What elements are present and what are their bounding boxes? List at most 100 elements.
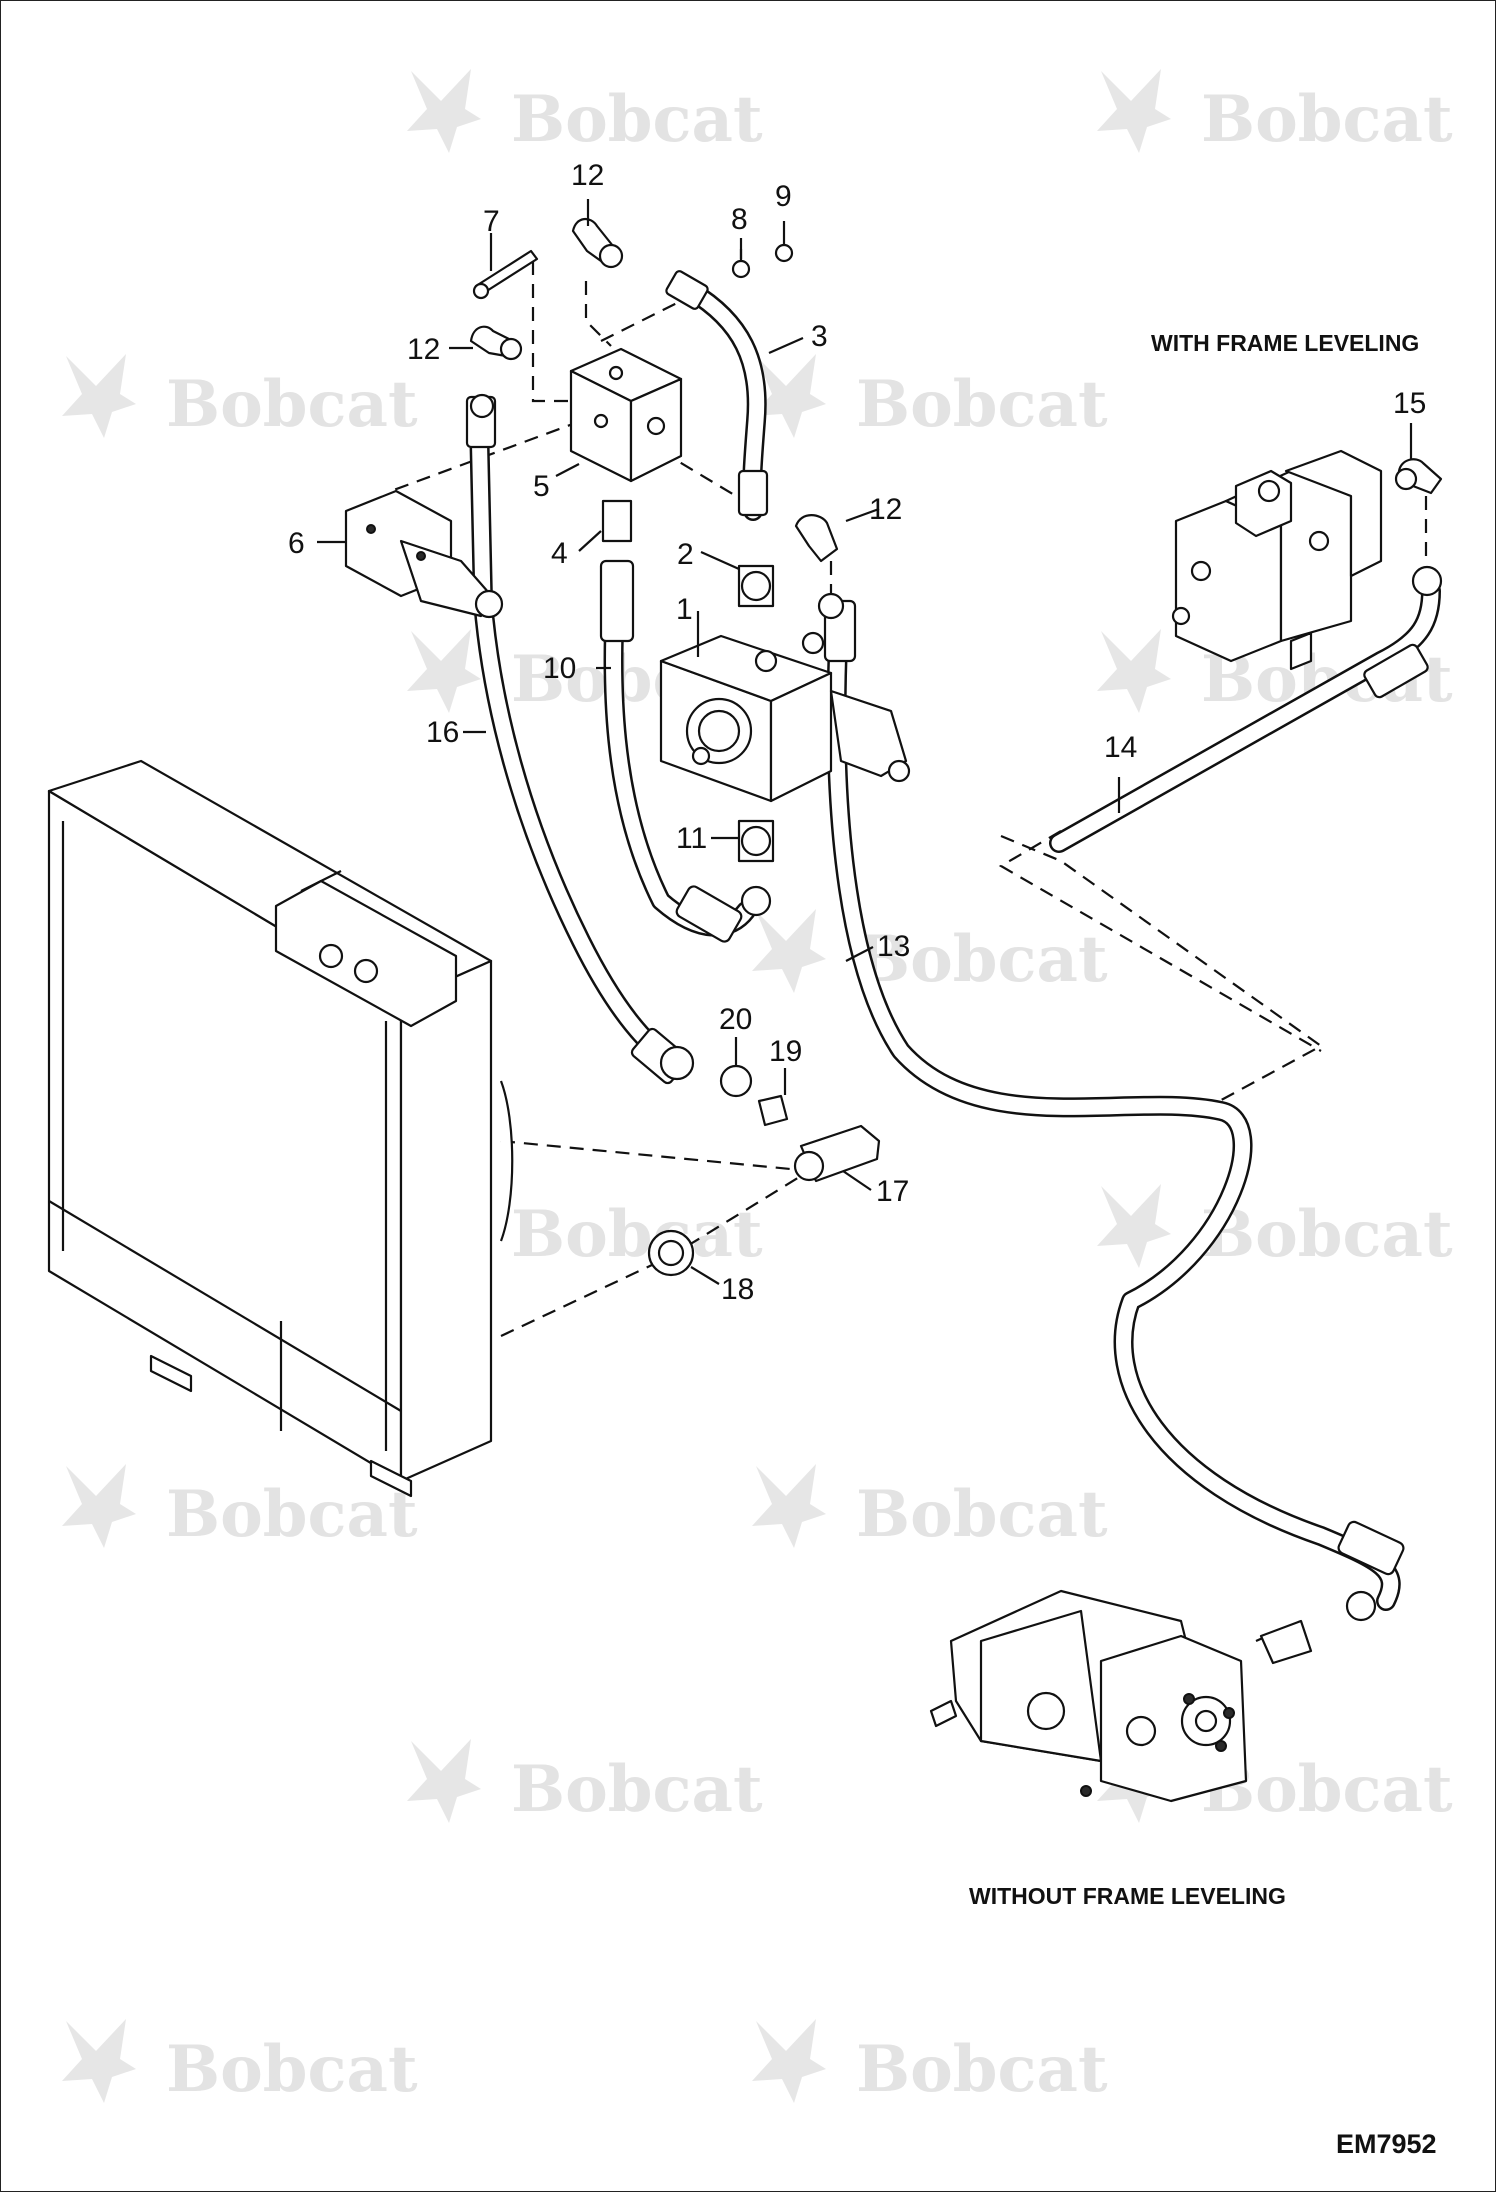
bobcat-logo-icon — [62, 2019, 136, 2103]
watermark: Bobcat — [62, 1464, 418, 1552]
watermark-layer: Bobcat Bobcat Bobcat Bobcat Bobcat Bobca… — [62, 69, 1453, 2107]
pump-lever — [929, 1699, 958, 1728]
valve-port — [754, 649, 778, 673]
bobcat-logo-icon — [407, 69, 481, 153]
pump-port — [1125, 1715, 1157, 1747]
adapter-19 — [757, 1094, 789, 1127]
callout-8: 8 — [731, 203, 748, 236]
watermark-text: Bobcat — [511, 1752, 763, 1827]
elbow-fitting-15 — [1397, 458, 1443, 495]
callout-9: 9 — [775, 180, 792, 213]
ferrule — [665, 270, 709, 310]
callout-12-top: 12 — [571, 159, 604, 192]
ferrule — [599, 559, 635, 643]
solenoid-screw — [416, 551, 426, 561]
leader-line — [578, 530, 602, 552]
cooler-port — [353, 958, 379, 984]
bobcat-logo-icon — [752, 354, 826, 438]
bobcat-logo-icon — [1097, 629, 1171, 713]
elbow-port — [817, 592, 845, 620]
cooler-mount-tab — [149, 1354, 193, 1393]
callout-19: 19 — [769, 1035, 802, 1068]
bobcat-logo-icon — [62, 1464, 136, 1548]
pump-bolt — [1183, 1693, 1195, 1705]
callout-4: 4 — [551, 537, 568, 570]
tee-port — [793, 1150, 825, 1182]
figure-id: EM7952 — [1336, 2129, 1437, 2159]
callout-15: 15 — [1393, 387, 1426, 420]
hose16-end-nut — [659, 1045, 695, 1081]
callout-5: 5 — [533, 470, 550, 503]
flv-connector — [1289, 631, 1313, 671]
valve-side — [769, 671, 833, 803]
washer-9 — [774, 243, 794, 263]
watermark-text: Bobcat — [166, 367, 418, 442]
bobcat-logo-icon — [752, 909, 826, 993]
mount-block-5 — [569, 347, 683, 483]
callout-18: 18 — [721, 1273, 754, 1306]
watermark-text: Bobcat — [1201, 1197, 1453, 1272]
dashed-line-hose14-loop — [998, 830, 1322, 1052]
elbow-port — [1394, 467, 1418, 491]
flv-top-block — [1284, 449, 1383, 578]
callout-3: 3 — [811, 320, 828, 353]
block-port — [646, 416, 666, 436]
watermark: Bobcat — [62, 2019, 418, 2107]
leader-line — [768, 336, 804, 355]
leader-line — [700, 550, 740, 571]
callout-13: 13 — [877, 930, 910, 963]
leader-line — [842, 1170, 872, 1191]
dashed-line-cooler-to-tee — [500, 1139, 812, 1173]
bobcat-logo-icon — [62, 354, 136, 438]
pump-section — [1099, 1634, 1248, 1803]
cooler-mount-tab — [369, 1459, 413, 1498]
valve-spool — [691, 746, 711, 766]
dashed-line-fitting12-to-block — [584, 281, 612, 347]
callout-10: 10 — [543, 652, 576, 685]
cooler-fin-line — [48, 1200, 402, 1412]
watermark: Bobcat — [1097, 1184, 1453, 1272]
callout-2: 2 — [677, 538, 694, 571]
callout-12-right: 12 — [869, 493, 902, 526]
cooler-fan-shroud — [499, 1080, 514, 1242]
bobcat-logo-icon — [407, 1739, 481, 1823]
frame-leveling-valve — [1171, 449, 1383, 671]
swivel-nut — [1411, 565, 1443, 597]
watermark-text: Bobcat — [856, 2032, 1108, 2107]
adapter-4 — [601, 499, 633, 543]
watermark-text: Bobcat — [166, 1477, 418, 1552]
pump-fitting — [1259, 1619, 1313, 1665]
bobcat-logo-icon — [1097, 1184, 1171, 1268]
cooler-tank-band — [300, 870, 342, 892]
callout-7: 7 — [483, 205, 500, 238]
callout-1: 1 — [676, 593, 693, 626]
ferrule — [675, 885, 743, 943]
swivel-nut — [1345, 1590, 1377, 1622]
solenoid-connector — [474, 589, 504, 619]
flv-port — [1190, 560, 1212, 582]
watermark: Bobcat — [407, 1739, 763, 1827]
watermark-text: Bobcat — [856, 922, 1108, 997]
flv-port — [1308, 530, 1330, 552]
hydraulic-pump — [929, 1589, 1248, 1803]
solenoid-screw — [366, 524, 376, 534]
adapter-2-nut — [740, 570, 772, 602]
fittings — [469, 218, 1443, 1665]
leader-line — [555, 463, 580, 477]
pump-flange-center — [1194, 1709, 1218, 1733]
elbow-port — [499, 337, 523, 361]
watermark: Bobcat — [1097, 69, 1453, 157]
bobcat-logo-icon — [752, 2019, 826, 2103]
cooler-port — [318, 943, 344, 969]
ferrule — [1337, 1520, 1405, 1576]
nut-20 — [719, 1064, 753, 1098]
leader-line — [845, 507, 880, 523]
nut — [469, 393, 495, 419]
valve-port — [801, 631, 825, 655]
note-without-frame-leveling: WITHOUT FRAME LEVELING — [969, 1883, 1286, 1909]
flv-bolt — [1171, 606, 1191, 626]
elbow-fitting-12-right — [794, 514, 839, 563]
valve-solenoid-cap — [887, 759, 911, 783]
pump-bolt — [1223, 1707, 1235, 1719]
